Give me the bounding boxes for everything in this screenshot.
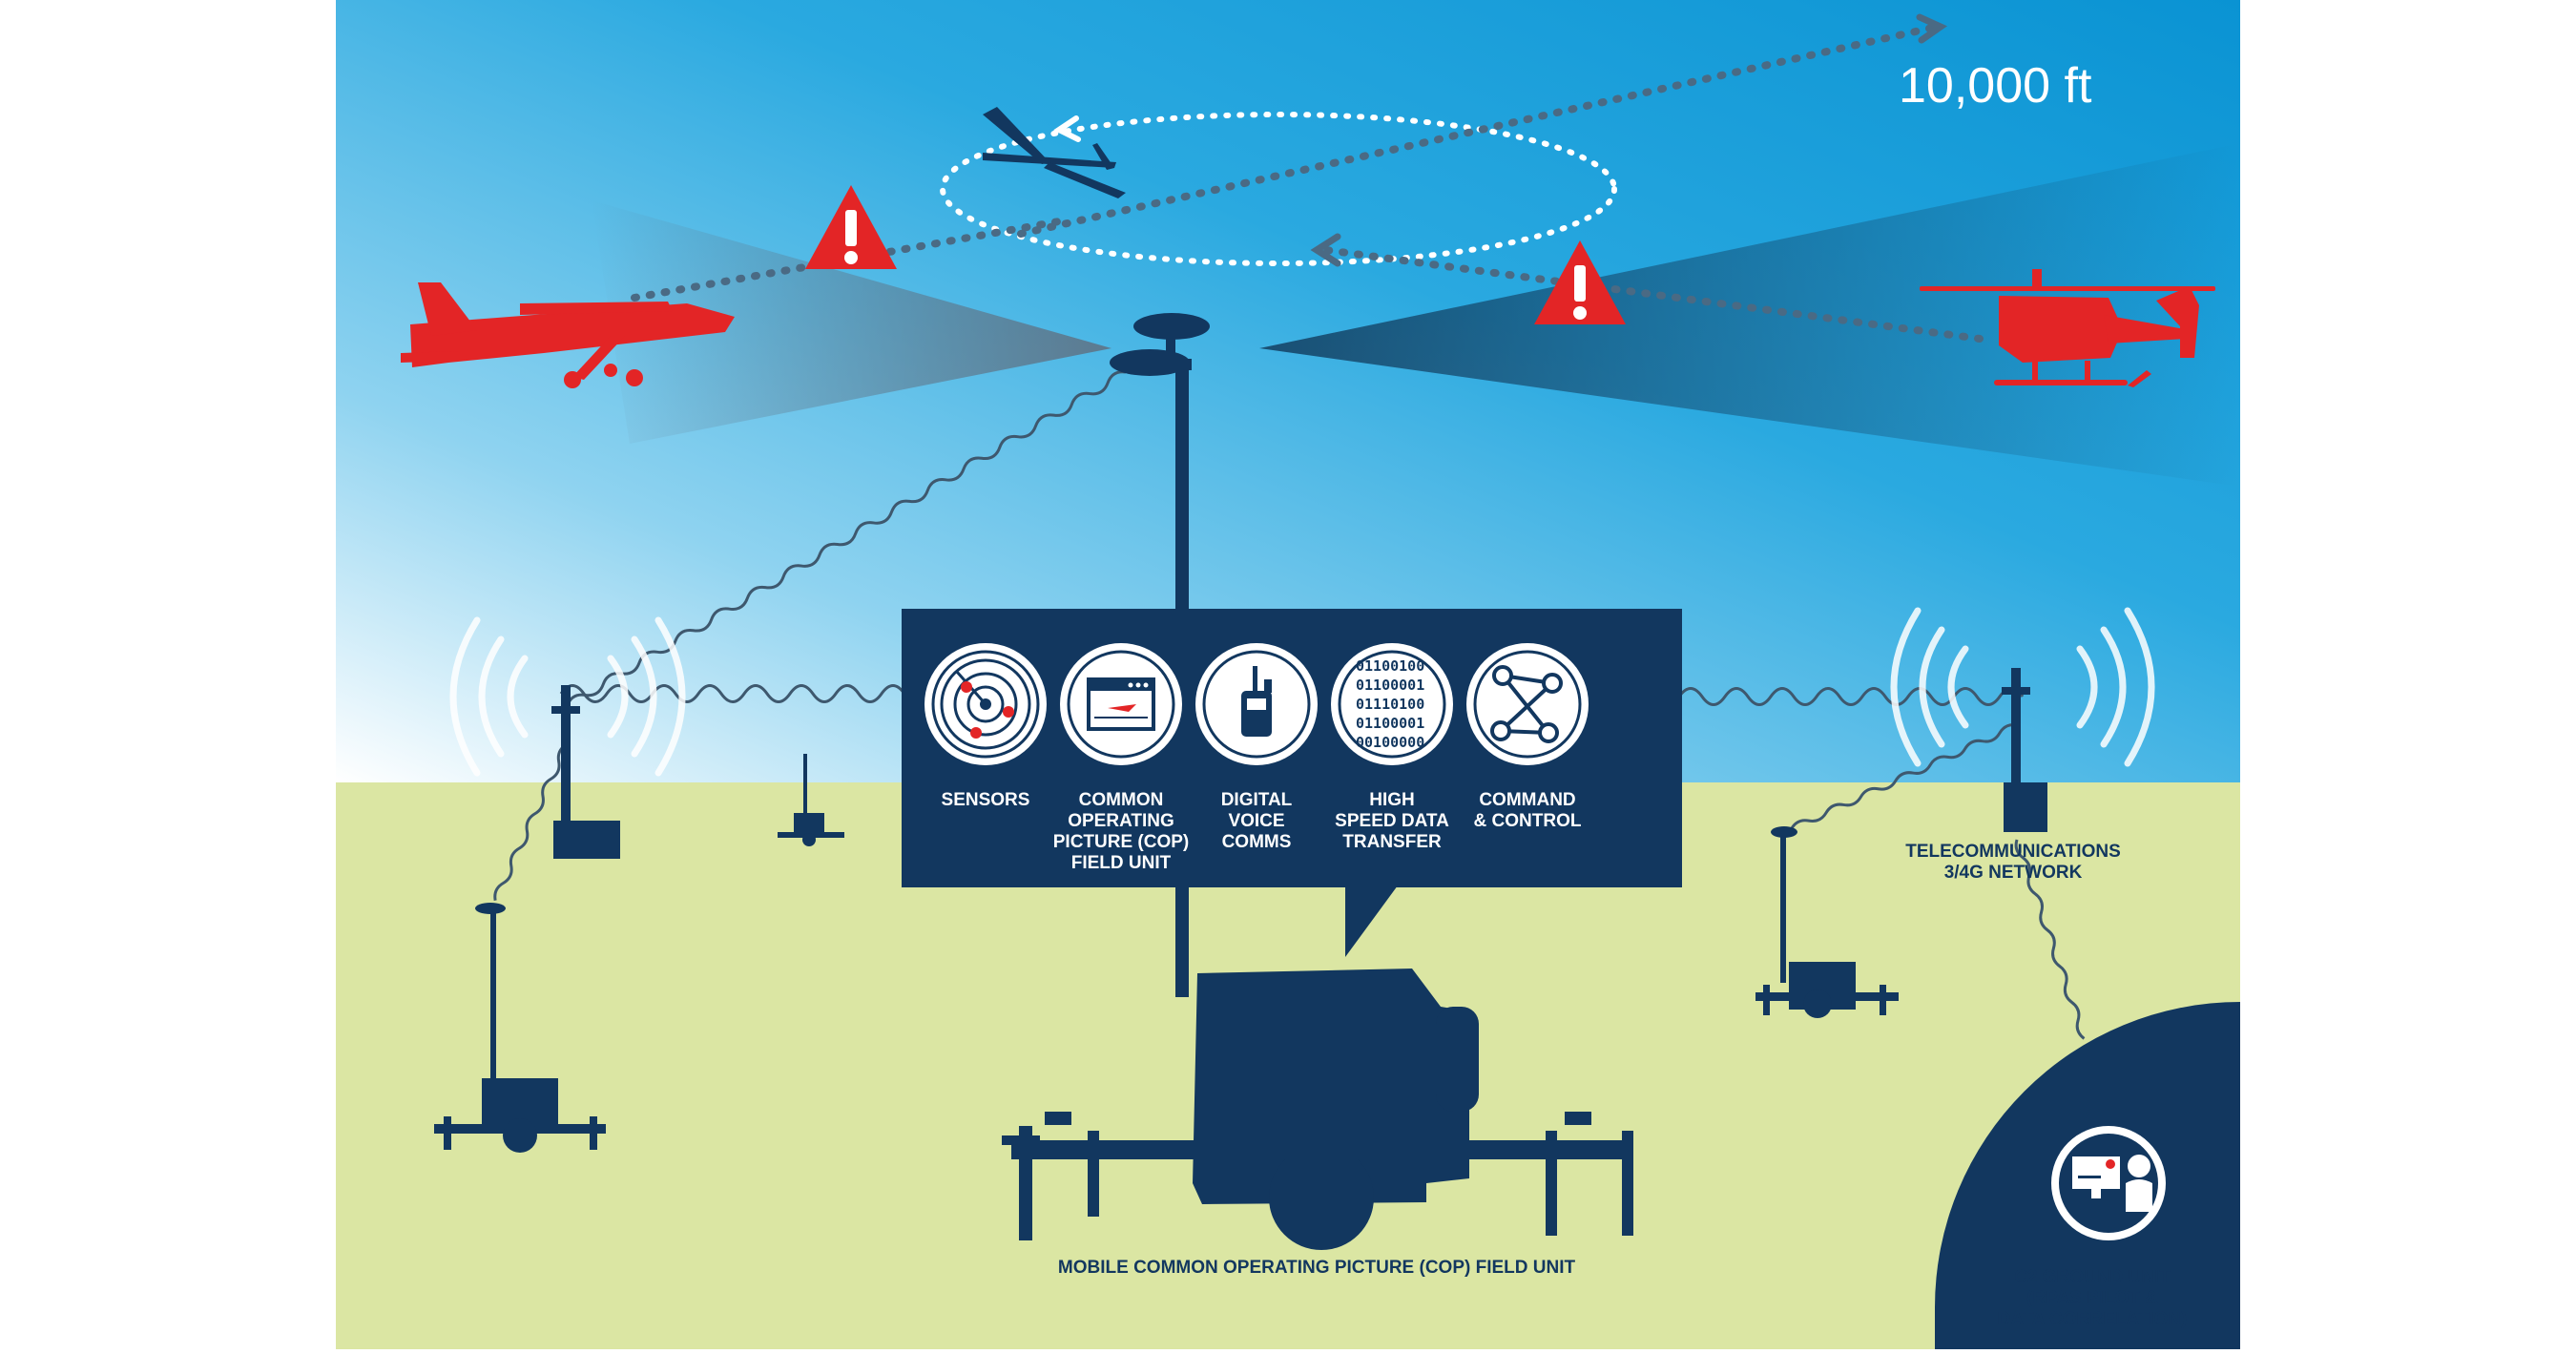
uav-orbit	[940, 112, 1617, 266]
capability-label: DIGITAL VOICE COMMS	[1220, 790, 1293, 852]
c2-ground-unit	[1935, 1002, 2240, 1349]
field-trailer-left-rear	[778, 754, 844, 846]
network-nodes-icon	[1466, 643, 1589, 765]
radar-beam-left	[592, 200, 1111, 444]
radar-beam-right	[1259, 143, 2240, 487]
mobile-cop-trailer	[1002, 887, 1633, 1250]
pilot-workstation-icon	[2072, 1155, 2152, 1212]
capability-label: HIGH SPEED DATA TRANSFER	[1335, 790, 1449, 852]
signal-arcs-right	[1890, 607, 2155, 767]
arrow-head-top	[1916, 13, 1948, 44]
binary-data-text: 01100100 01100001 01110100 01100001 0010…	[1356, 657, 1425, 751]
uav-path-to-altitude	[1017, 23, 1941, 238]
radio-icon	[1195, 643, 1318, 765]
arrow-head-orbit	[1053, 115, 1081, 142]
diagonal-wave-links	[493, 370, 2086, 1040]
c2-ground-unit-label: C2 GROUND UNIT (RPAS PILOT & DATA CORREL…	[1997, 1267, 2188, 1329]
field-trailer-right	[1755, 826, 1899, 1018]
capability-label: SENSORS	[941, 790, 1030, 810]
binary-data-icon	[1331, 643, 1453, 765]
mobile-unit-label: MOBILE COMMON OPERATING PICTURE (COP) FI…	[1057, 1258, 1576, 1278]
helicopter-path-to-uav	[1322, 246, 1984, 343]
radar-icon	[924, 643, 1047, 765]
warning-icon-right	[1534, 240, 1626, 324]
telecom-tower-left	[551, 685, 620, 859]
warning-icon-left	[805, 185, 897, 269]
signal-arcs-left	[449, 616, 686, 777]
arrow-head-helicopter	[1310, 233, 1341, 267]
uav-drone-icon	[983, 107, 1126, 198]
telecom-tower-right	[2002, 668, 2047, 832]
helicopter-icon	[1920, 269, 2215, 387]
light-aircraft-icon	[401, 282, 735, 388]
altitude-label: 10,000 ft	[1899, 58, 2092, 114]
capability-label: COMMON OPERATING PICTURE (COP) FIELD UNI…	[1052, 790, 1190, 873]
radio-wave-links	[559, 684, 2025, 706]
capability-label: COMMAND & CONTROL	[1473, 790, 1582, 831]
browser-window-icon	[1060, 643, 1182, 765]
field-trailer-left	[434, 903, 606, 1153]
telecom-network-label: TELECOMMUNICATIONS 3/4G NETWORK	[1905, 842, 2121, 883]
central-mast	[1110, 313, 1210, 609]
